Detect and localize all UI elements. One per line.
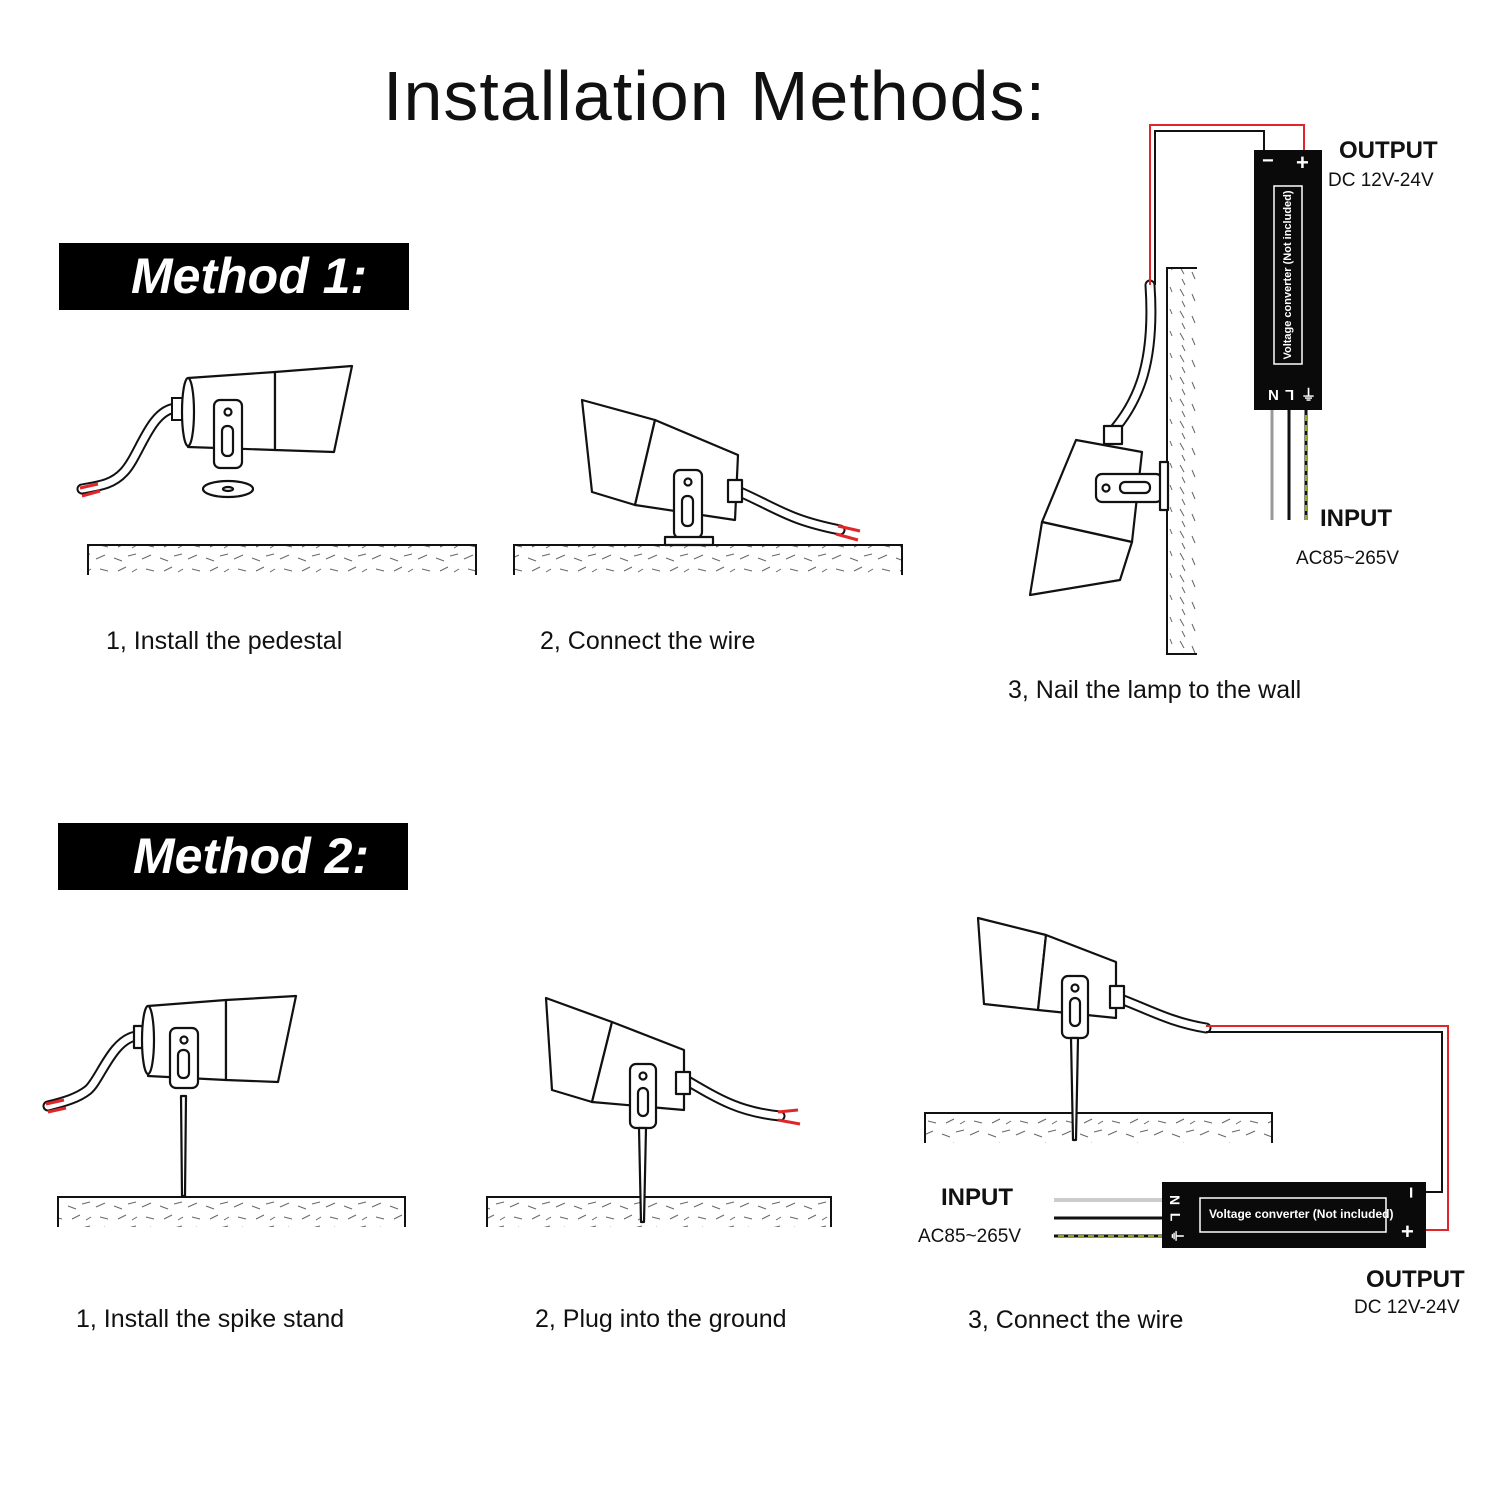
method2-heading: Method 2: [58,823,408,890]
m2-step3-caption: 3, Connect the wire [968,1306,1184,1334]
m2-ground-icon: ⏚ [1169,1229,1185,1243]
m2-step2-caption: 2, Plug into the ground [535,1305,787,1333]
m1-scene2-illustration [513,398,903,575]
m2-scene2-illustration [486,996,832,1227]
m2-terminal-minus: − [1399,1186,1422,1199]
m1-input-title: INPUT [1320,505,1392,532]
m2-scene3-illustration [924,916,1449,1248]
method1-heading: Method 1: [59,243,409,310]
m1-voltage-converter [1254,150,1322,410]
m1-output-title: OUTPUT [1339,137,1438,164]
m1-step1-caption: 1, Install the pedestal [106,627,343,655]
m1-ground-icon: ⏚ [1301,387,1317,404]
m1-output-value: DC 12V-24V [1328,170,1434,191]
m1-terminal-minus: − [1262,150,1274,172]
m1-terminal-plus: + [1296,150,1309,175]
m2-terminal-n: N [1167,1194,1184,1206]
m1-step2-caption: 2, Connect the wire [540,627,756,655]
m2-step1-caption: 1, Install the spike stand [76,1305,345,1333]
m1-scene3-illustration [1028,124,1322,655]
m1-step3-caption: 3, Nail the lamp to the wall [1008,676,1302,704]
m1-terminal-n: N [1268,386,1279,403]
m2-voltage-converter [1162,1182,1426,1248]
m2-output-value: DC 12V-24V [1354,1297,1460,1318]
m1-converter-label: Voltage converter (Not included) [1282,190,1294,360]
m2-output-title: OUTPUT [1366,1266,1465,1293]
m2-terminal-l: L [1167,1212,1184,1222]
m2-terminal-plus: + [1401,1219,1414,1244]
m1-input-value: AC85~265V [1296,548,1399,569]
m2-input-title: INPUT [941,1184,1013,1211]
m2-input-value: AC85~265V [918,1226,1021,1247]
m1-scene1-illustration [76,364,477,575]
m2-converter-label: Voltage converter (Not included) [1209,1207,1394,1221]
m2-scene1-illustration [42,994,406,1227]
page-title: Installation Methods: [383,57,1047,135]
m1-terminal-l: L [1285,386,1295,403]
